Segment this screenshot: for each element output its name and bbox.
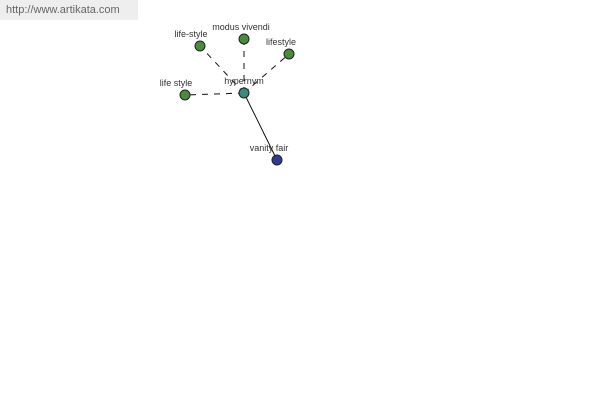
node-hypernym[interactable]: hypernym (224, 76, 264, 99)
node-vanity-fair[interactable]: vanity fair (250, 143, 289, 166)
url-text[interactable]: http://www.artikata.com (6, 4, 120, 16)
node-lifestyle[interactable]: lifestyle (266, 37, 296, 60)
edge-hypernym-to-lifestyle (243, 53, 290, 94)
node-life-style[interactable]: life-style (174, 29, 208, 52)
graph-edges (184, 39, 290, 161)
node-dot-lifestyle[interactable] (283, 48, 295, 60)
edge-hypernym-to-life-style-2 (184, 92, 245, 96)
node-dot-hypernym[interactable] (238, 87, 250, 99)
node-dot-modus-vivendi[interactable] (238, 33, 250, 45)
edge-hypernym-to-life-style (199, 45, 245, 94)
node-label-life-style-2[interactable]: life style (160, 78, 193, 88)
graph-nodes: hypernym life-style modus vivendi lifestyle… (160, 22, 296, 166)
node-dot-life-style[interactable] (194, 40, 206, 52)
node-modus-vivendi[interactable]: modus vivendi (212, 22, 270, 45)
url-banner[interactable]: http://www.artikata.com (0, 0, 138, 20)
node-label-hypernym[interactable]: hypernym (224, 76, 264, 86)
node-label-lifestyle[interactable]: lifestyle (266, 37, 296, 47)
node-dot-vanity-fair[interactable] (271, 154, 283, 166)
node-label-vanity-fair[interactable]: vanity fair (250, 143, 289, 153)
node-label-modus-vivendi[interactable]: modus vivendi (212, 22, 270, 32)
edge-hypernym-to-vanity-fair (243, 92, 278, 161)
node-life-style-2[interactable]: life style (160, 78, 193, 101)
node-label-life-style[interactable]: life-style (174, 29, 207, 39)
node-dot-life-style-2[interactable] (179, 89, 191, 101)
